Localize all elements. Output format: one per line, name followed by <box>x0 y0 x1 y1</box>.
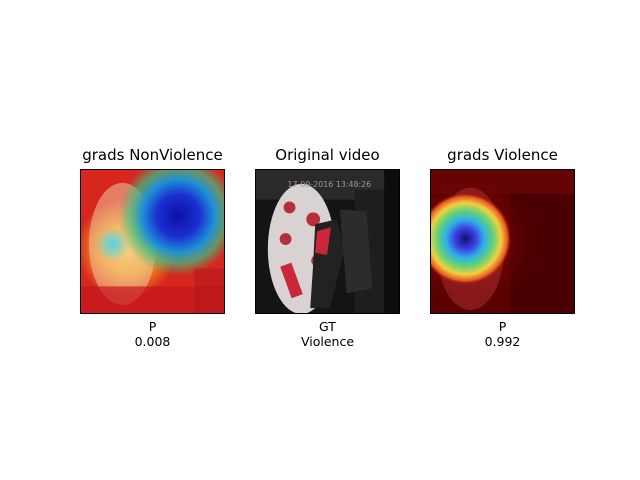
panel-title-grads-nonviolence: grads NonViolence <box>82 146 223 164</box>
caption-value: 0.992 <box>484 334 521 349</box>
original-video-frame: 17-09-2016 13:48:26 <box>255 169 400 314</box>
caption-value: 0.008 <box>134 334 171 349</box>
heatmap-nonviolence-image <box>80 169 225 314</box>
heatmap-violence-image <box>430 169 575 314</box>
caption-value: Violence <box>300 334 355 349</box>
caption-label: P <box>498 319 507 334</box>
video-timestamp: 17-09-2016 13:48:26 <box>288 180 372 189</box>
panel-title-grads-violence: grads Violence <box>447 146 558 164</box>
caption-nonviolence: P 0.008 <box>80 319 225 349</box>
caption-label: P <box>148 319 157 334</box>
panel-title-original-video: Original video <box>275 146 380 164</box>
caption-violence: P 0.992 <box>430 319 575 349</box>
caption-ground-truth: GT Violence <box>255 319 400 349</box>
caption-label: GT <box>319 319 336 334</box>
